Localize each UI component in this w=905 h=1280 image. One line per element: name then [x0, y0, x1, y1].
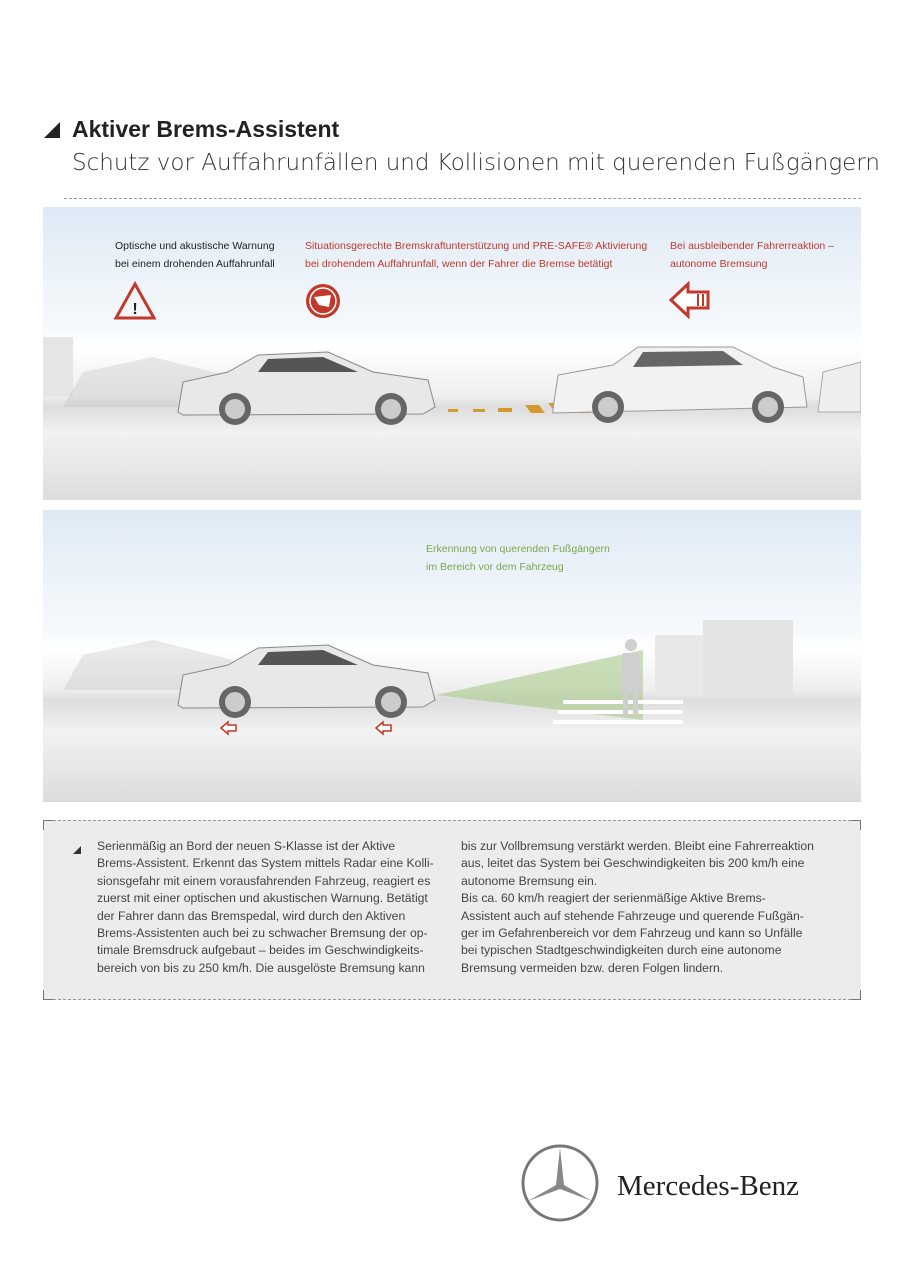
page-subtitle: Schutz vor Auffahrunfällen und Kollision…: [72, 150, 880, 176]
illustration-rear-end-collision: Optische und akustische Warnung bei eine…: [43, 207, 861, 500]
brake-arrow-icon: [219, 720, 392, 736]
title-triangle-icon: [44, 122, 60, 138]
ego-car: [177, 644, 436, 718]
pedestrian-figure: [620, 639, 642, 715]
body-text-col2: bis zur Vollbremsung verstärkt werden. B…: [461, 839, 814, 975]
pedestrian-scene: [63, 620, 793, 736]
caption-brake-assist: Situationsgerechte Bremskraftunterstützu…: [305, 240, 648, 270]
ego-car: [177, 351, 436, 425]
description-box: Serienmäßig an Bord der neuen S-Klasse i…: [43, 820, 861, 1000]
caption-autonomous-brake: Bei ausbleibender Fahrerreaktion – auton…: [670, 240, 835, 270]
brake-assist-icon: [306, 284, 340, 318]
front-car: [552, 346, 808, 423]
body-text-col1: Serienmäßig an Bord der neuen S-Klasse i…: [97, 839, 434, 975]
brake-arrow-icon: [668, 281, 710, 319]
caption-warning: Optische und akustische Warnung bei eine…: [115, 240, 275, 270]
mercedes-star-logo: [521, 1144, 599, 1222]
page-title: Aktiver Brems-Assistent: [72, 116, 340, 142]
illustration-pedestrian-detection: Erkennung von querenden Fußgängern im Be…: [43, 510, 861, 802]
divider: [64, 198, 861, 199]
bullet-triangle-icon: [73, 846, 81, 854]
caption-pedestrian: Erkennung von querenden Fußgängern im Be…: [426, 543, 610, 573]
brand-wordmark: Mercedes-Benz: [617, 1170, 799, 1202]
svg-text:!: !: [132, 301, 137, 318]
warning-triangle-icon: !: [113, 281, 157, 320]
road-scene: [43, 337, 861, 425]
radar-beam: [436, 650, 643, 720]
